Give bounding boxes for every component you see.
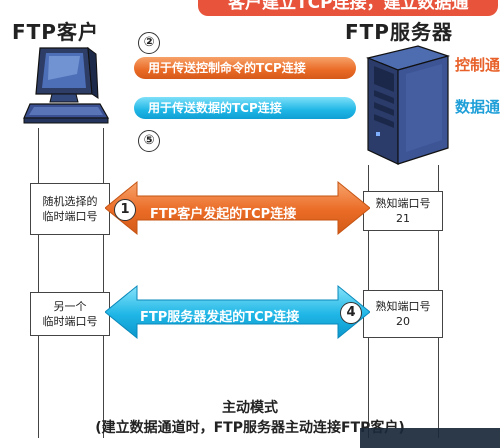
mode-title: 主动模式 — [222, 400, 278, 416]
control-connection-pipe: 用于传送控制命令的TCP连接 — [134, 57, 356, 79]
client-lifeline-right — [103, 128, 104, 438]
server-title: FTP服务器 — [345, 20, 453, 44]
client-computer-icon — [23, 46, 110, 124]
client-lifeline-left — [38, 128, 39, 438]
step-1-badge: 1 — [114, 199, 136, 221]
client-initiated-arrow — [105, 180, 370, 236]
step-5-badge: ⑤ — [138, 130, 160, 152]
client-title: FTP客户 — [12, 20, 99, 44]
top-banner: 客户建立TCP连接，建立数据通 — [198, 0, 498, 16]
client-port-box-2: 另一个临时端口号 — [30, 292, 110, 336]
server-initiated-label: FTP服务器发起的TCP连接 — [140, 310, 300, 325]
subtitle-overlay — [360, 428, 500, 448]
client-initiated-label: FTP客户发起的TCP连接 — [150, 207, 297, 222]
data-connection-pipe: 用于传送数据的TCP连接 — [134, 97, 356, 119]
step-2-badge: ② — [138, 32, 160, 54]
server-initiated-arrow — [105, 284, 370, 340]
client-port-box-1: 随机选择的临时端口号 — [30, 183, 110, 235]
data-channel-label: 数据通 — [455, 98, 500, 116]
mode-note: (建立数据通道时，FTP服务器主动连接FTP客户) — [95, 420, 405, 436]
control-channel-label: 控制通 — [455, 56, 500, 74]
server-icon — [366, 45, 451, 165]
step-4-badge: 4 — [340, 302, 362, 324]
